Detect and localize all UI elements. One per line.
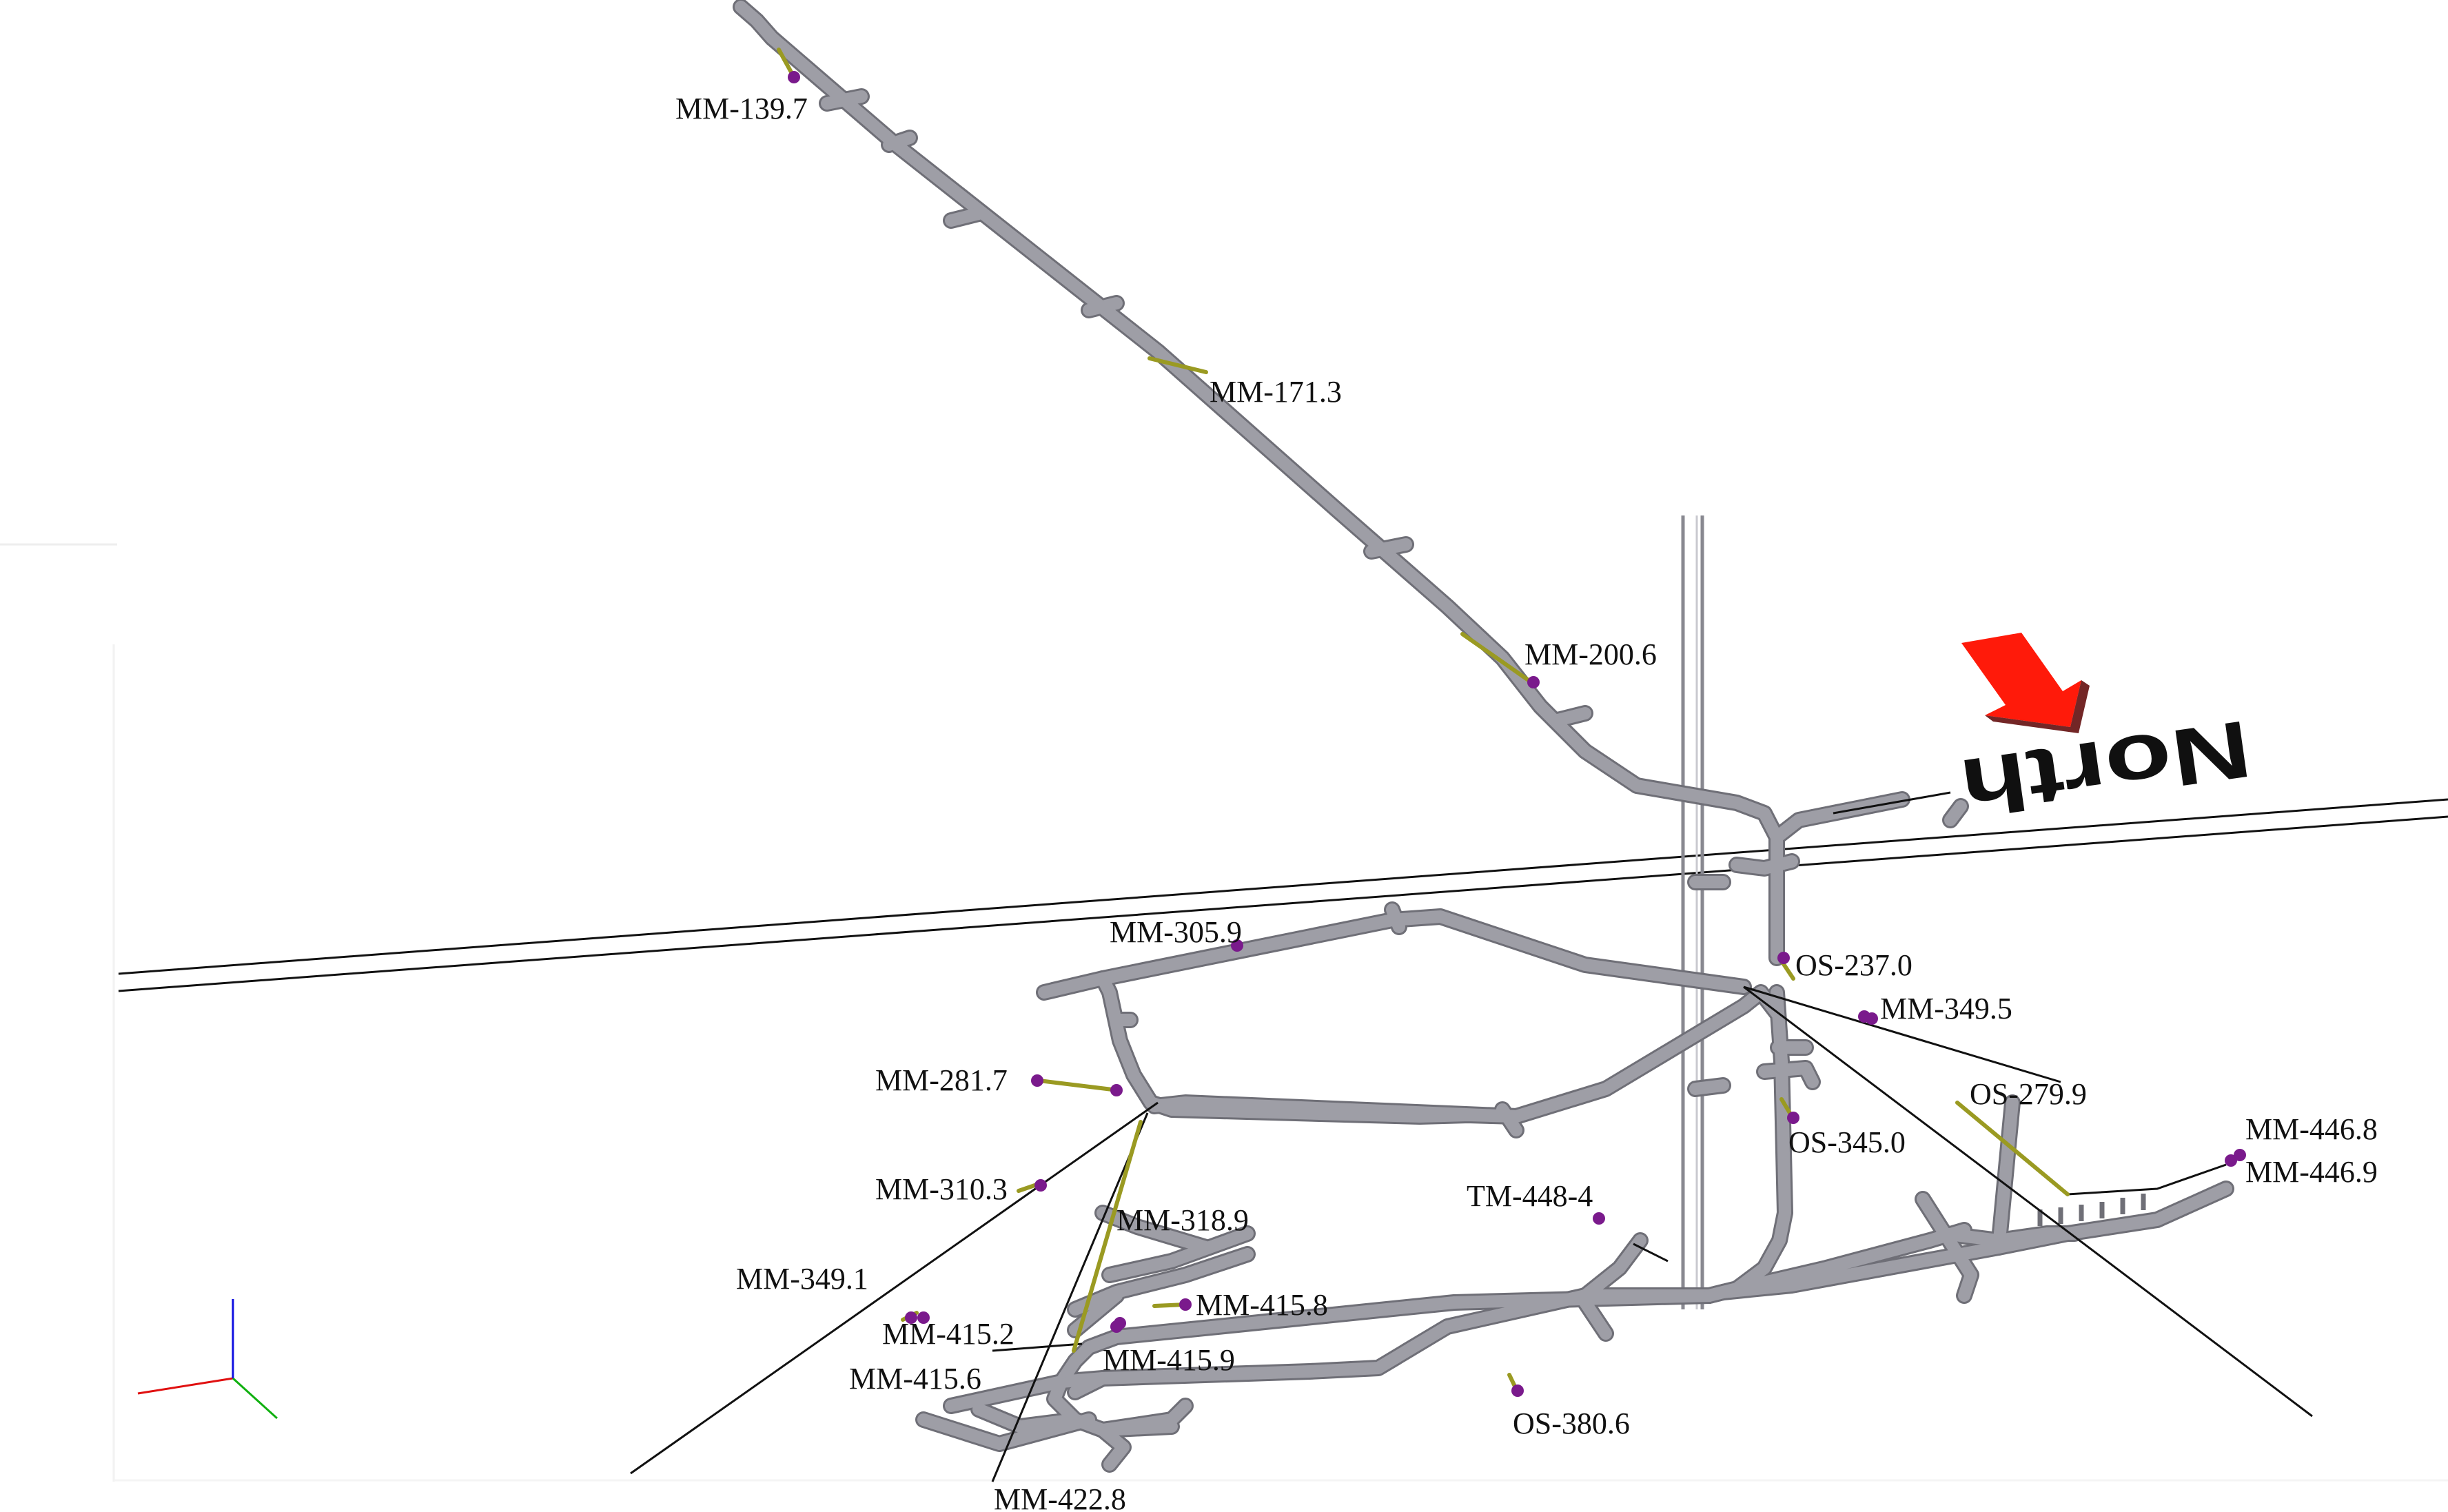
north-arrow-icon (1961, 633, 2090, 733)
tunnel-segment (1096, 1400, 1192, 1436)
tunnel-segment (883, 132, 916, 151)
tunnel-segment (1069, 1248, 1254, 1316)
borehole-label: MM-318.9 (1116, 1203, 1249, 1237)
tunnel-segment (1551, 707, 1591, 726)
sensor-marker (1866, 1012, 1878, 1025)
vertical-shaft (1681, 515, 1704, 1309)
tunnel-segment (1096, 1424, 1130, 1471)
tunnel-segment-edge (1094, 970, 1524, 1125)
tunnel-segment (1579, 1296, 1612, 1340)
tunnel-segment (945, 1376, 1068, 1412)
tunnel-network (733, 0, 2234, 1473)
north-label: North (1955, 704, 2256, 834)
borehole-label: MM-415.8 (1196, 1288, 1328, 1322)
sensor-marker (1114, 1317, 1126, 1329)
tunnel-segment (1096, 972, 1522, 1123)
borehole-label: MM-422.8 (994, 1482, 1126, 1512)
sensor-marker (1034, 1179, 1047, 1192)
surface-reference-lines (118, 798, 2448, 992)
tunnel-segment (1992, 1096, 2019, 1254)
tunnel-segment (1917, 1193, 1977, 1302)
tunnel-segment (1496, 1103, 1522, 1136)
borehole-label: OS-237.0 (1795, 948, 1912, 982)
sensor-marker (1179, 1298, 1192, 1311)
borehole-label: MM-349.5 (1880, 992, 2012, 1025)
tunnel-segment (1386, 903, 1405, 933)
tunnel-segment (972, 1403, 1081, 1433)
tunnel-segment (1731, 855, 1798, 875)
tunnel-segment (1365, 538, 1412, 558)
borehole-label: MM-415.2 (882, 1317, 1014, 1351)
sensor-marker (917, 1311, 930, 1324)
borehole-label: MM-349.1 (736, 1262, 868, 1296)
xyz-axes-icon (137, 1299, 278, 1420)
sensor-marker (1031, 1074, 1043, 1087)
borehole-label: OS-345.0 (1788, 1125, 1906, 1159)
sensor-marker (1777, 952, 1790, 964)
sensor-marker (1110, 1084, 1123, 1096)
sensor-marker (905, 1311, 917, 1324)
sensor-marker (788, 71, 800, 83)
tunnel-segment (1937, 1227, 2081, 1247)
tunnel-segment (1083, 297, 1123, 316)
tunnel-segment (1689, 1079, 1729, 1095)
tunnel-segment (1103, 1227, 1254, 1281)
borehole-label: MM-305.9 (1110, 915, 1242, 949)
borehole-labels: MM-139.7MM-171.3MM-200.6MM-305.9OS-237.0… (675, 92, 2378, 1512)
tunnel-segment (1944, 800, 1967, 826)
sensor-marker (1511, 1385, 1524, 1397)
sensor-marker (2225, 1154, 2237, 1167)
sensor-marker (1593, 1212, 1605, 1225)
borehole-traces (630, 791, 2313, 1482)
borehole-label: OS-380.6 (1513, 1407, 1630, 1440)
tunnel-segment (1579, 1234, 1646, 1302)
sensor-markers (788, 71, 2246, 1397)
borehole-label: MM-446.8 (2245, 1112, 2378, 1146)
borehole-label: OS-279.9 (1970, 1077, 2087, 1111)
borehole-label: MM-281.7 (875, 1063, 1008, 1097)
borehole-label: MM-415.9 (1103, 1343, 1235, 1377)
borehole-label: MM-139.7 (675, 92, 808, 125)
tunnel-segment (1758, 1062, 1819, 1088)
tunnel-segment (945, 207, 985, 227)
tunnel-segment (1069, 1372, 1109, 1398)
sensor-marker (2234, 1149, 2246, 1161)
tunnel-segment (821, 90, 868, 110)
borehole-label: MM-415.6 (849, 1362, 981, 1396)
tunnel-segment (735, 1, 1783, 964)
borehole-label: MM-310.3 (875, 1172, 1008, 1206)
borehole-label: MM-200.6 (1524, 637, 1657, 671)
sensor-marker (1787, 1112, 1799, 1124)
borehole-label: MM-171.3 (1210, 375, 1342, 409)
borehole-label: TM-448-4 (1467, 1179, 1593, 1213)
sensor-marker (1527, 676, 1540, 688)
sensor-marker (1231, 939, 1243, 952)
borehole-label: MM-446.9 (2245, 1155, 2378, 1189)
